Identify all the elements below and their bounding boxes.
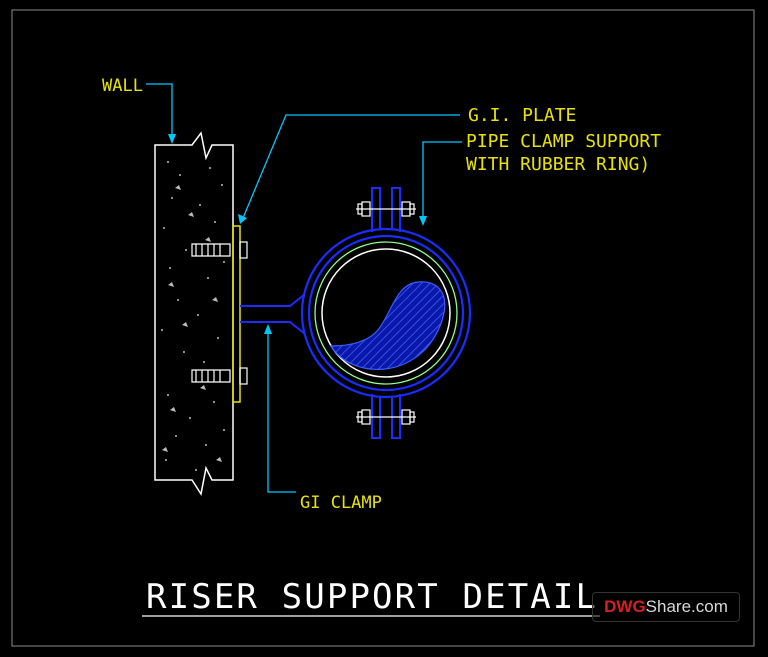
clamp-lug-bottom (371, 394, 401, 439)
label-wall: WALL (102, 76, 143, 96)
leader-wall (146, 83, 173, 140)
anchor-bolt-top (191, 241, 248, 259)
leader-gi-clamp (267, 328, 296, 493)
gi-plate (232, 225, 241, 403)
pipe-fluid-hatch (329, 281, 446, 370)
clamp-bolt-bottom (356, 409, 416, 425)
wall-hatch (161, 161, 225, 471)
anchor-bolt-bottom (191, 367, 248, 385)
watermark-brand-rest: Share.com (645, 597, 728, 616)
drawing-border (11, 9, 755, 647)
label-gi-plate: G.I. PLATE (468, 105, 576, 126)
label-gi-clamp: GI CLAMP (300, 493, 382, 513)
drawing-title: RISER SUPPORT DETAIL (146, 577, 596, 617)
rubber-ring (314, 241, 458, 385)
pipe-clamp (300, 187, 472, 439)
leader-gi-plate (242, 114, 460, 219)
clamp-lug-top (371, 187, 401, 232)
label-pipe-clamp-line2: WITH RUBBER RING) (466, 154, 650, 175)
gi-clamp-arm (240, 293, 306, 335)
leaders (146, 83, 462, 493)
wall (154, 131, 234, 496)
pipe-outline (321, 248, 451, 378)
watermark-brand-red: DWG (604, 597, 646, 616)
leader-pipe-clamp (422, 141, 462, 222)
clamp-bolt-top (356, 201, 416, 217)
label-pipe-clamp-line1: PIPE CLAMP SUPPORT (466, 131, 661, 152)
